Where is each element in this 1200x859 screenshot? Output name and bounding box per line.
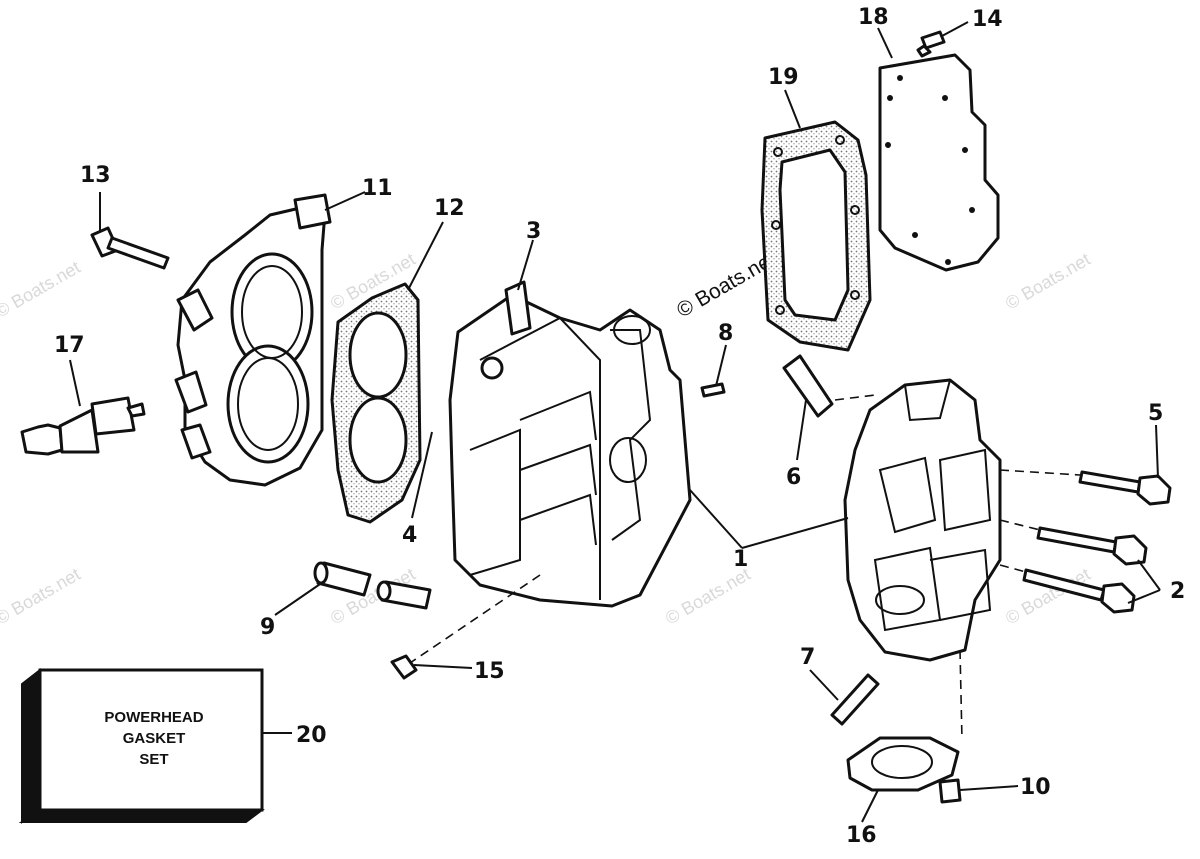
watermark-text: © Boats.net bbox=[0, 257, 84, 321]
callout-9: 9 bbox=[260, 615, 275, 640]
gasket-box-line2: GASKET bbox=[123, 730, 186, 747]
part-3-cylinder-block bbox=[448, 280, 692, 608]
callout-1: 1 bbox=[733, 547, 748, 572]
callout-16: 16 bbox=[846, 823, 877, 848]
part-16-cover bbox=[846, 736, 960, 792]
part-15-plug bbox=[390, 654, 418, 680]
watermark-text: © Boats.net bbox=[662, 564, 754, 628]
gasket-box-line1: POWERHEAD bbox=[104, 709, 203, 726]
part-19-gasket bbox=[760, 120, 872, 352]
callout-5: 5 bbox=[1148, 401, 1163, 426]
callout-11: 11 bbox=[362, 176, 393, 201]
part-10-bolt bbox=[938, 778, 962, 804]
callout-labels: 1 2 3 4 5 6 7 8 9 10 11 12 13 14 15 16 1… bbox=[54, 5, 1185, 848]
callout-7: 7 bbox=[800, 645, 815, 670]
callout-20: 20 bbox=[296, 723, 327, 748]
part-8-pin bbox=[700, 382, 726, 398]
alignment-lines bbox=[409, 394, 1081, 741]
part-1-crankcase-half bbox=[843, 378, 1002, 662]
part-14-bolt bbox=[916, 30, 946, 58]
part-2-bolt-upper bbox=[1036, 526, 1148, 566]
gasket-box-line3: SET bbox=[139, 751, 168, 768]
callout-4: 4 bbox=[402, 523, 417, 548]
part-9-sleeves bbox=[313, 561, 432, 610]
callout-15: 15 bbox=[474, 659, 505, 684]
callout-8: 8 bbox=[718, 321, 733, 346]
callout-19: 19 bbox=[768, 65, 799, 90]
part-20-gasket-set-box: POWERHEAD GASKET SET bbox=[18, 667, 265, 824]
part-2-bolt-lower bbox=[1022, 568, 1136, 614]
callout-10: 10 bbox=[1020, 775, 1051, 800]
callout-17: 17 bbox=[54, 333, 85, 358]
callout-18: 18 bbox=[858, 5, 889, 30]
part-6-dowel bbox=[782, 354, 834, 418]
callout-13: 13 bbox=[80, 163, 111, 188]
part-17-spark-plug bbox=[20, 396, 146, 456]
part-18-cover-plate bbox=[878, 53, 1000, 272]
callout-3: 3 bbox=[526, 219, 541, 244]
callout-2: 2 bbox=[1170, 579, 1185, 604]
part-11-cylinder-head bbox=[174, 193, 332, 487]
part-7-pin bbox=[830, 673, 880, 726]
watermark-text: © Boats.net bbox=[1002, 249, 1094, 313]
callout-14: 14 bbox=[972, 7, 1003, 32]
watermark-text: © Boats.net bbox=[0, 564, 84, 628]
part-12-head-gasket bbox=[330, 282, 422, 524]
part-5-bolt bbox=[1078, 470, 1172, 506]
callout-6: 6 bbox=[786, 465, 801, 490]
leader-lines bbox=[69, 21, 1161, 823]
watermark-text: © Boats.net bbox=[1002, 564, 1094, 628]
callout-12: 12 bbox=[434, 196, 465, 221]
part-13-bolt bbox=[90, 226, 170, 270]
